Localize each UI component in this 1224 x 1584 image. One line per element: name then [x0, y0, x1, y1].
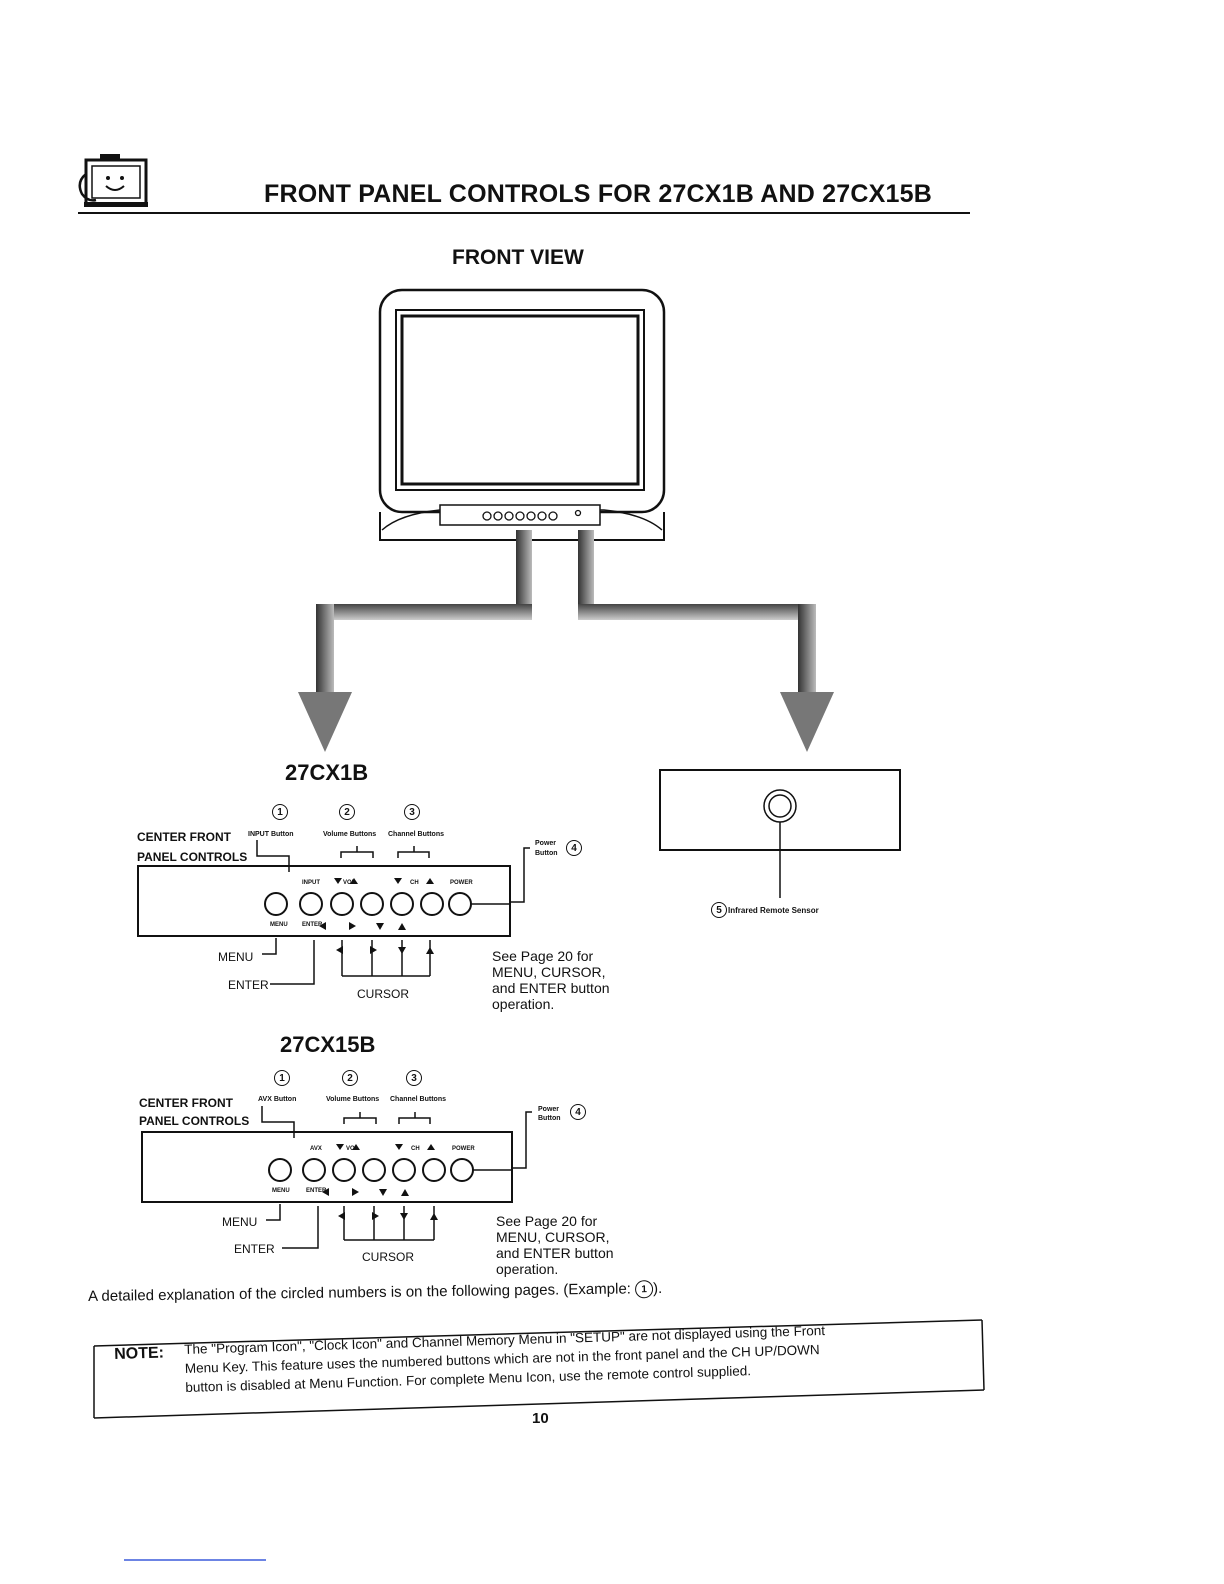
top-ch-label: CH: [411, 1146, 420, 1152]
see-page-note: See Page 20 for MENU, CURSOR, and ENTER …: [492, 948, 610, 1012]
circled-number-1: 1: [274, 1070, 290, 1086]
menu-label: MENU: [222, 1215, 258, 1229]
panel-a-arrowheads: [319, 878, 434, 954]
top-input-label: INPUT: [302, 880, 320, 886]
power-button-label: Button: [538, 1115, 561, 1122]
power-button-label: Button: [535, 850, 558, 857]
title-divider: [78, 212, 970, 214]
page-title: FRONT PANEL CONTROLS FOR 27CX1B AND 27CX…: [264, 180, 932, 208]
circled-number-5: 5: [711, 902, 727, 918]
left-arrow: [298, 530, 532, 752]
top-avx-label: AVX: [310, 1146, 322, 1152]
bottom-menu-label: MENU: [270, 922, 288, 928]
circled-number-1: 1: [272, 804, 288, 820]
avx-button-label: AVX Button: [258, 1096, 297, 1103]
panel-controls-label: PANEL CONTROLS: [139, 1114, 250, 1128]
input-button-label: INPUT Button: [248, 831, 294, 838]
tv-illustration: [378, 288, 666, 541]
cursor-label: CURSOR: [362, 1250, 415, 1264]
circled-number-4: 4: [570, 1104, 586, 1120]
tv-mascot-icon: [76, 154, 148, 208]
enter-label: ENTER: [228, 978, 269, 992]
tv-mini-buttons: [482, 509, 582, 521]
channel-buttons-label: Channel Buttons: [388, 831, 444, 838]
note-label: NOTE:: [114, 1344, 165, 1363]
infrared-sensor-label: Infrared Remote Sensor: [728, 906, 819, 915]
example-circled-number: 1: [634, 1280, 654, 1299]
right-arrow: [578, 530, 834, 752]
channel-buttons-label: Channel Buttons: [390, 1096, 446, 1103]
bottom-enter-label: ENTER: [302, 922, 323, 928]
circled-number-2: 2: [342, 1070, 358, 1086]
top-vol-label: VOL: [346, 1146, 359, 1152]
circled-number-4: 4: [566, 840, 582, 856]
bottom-enter-label: ENTER: [306, 1188, 327, 1194]
power-label: Power: [538, 1106, 560, 1113]
panel-b-diagram: [141, 1106, 532, 1249]
cursor-label: CURSOR: [357, 987, 410, 1001]
circled-number-2: 2: [339, 804, 355, 820]
note-box: [93, 1319, 985, 1419]
circled-number-3: 3: [404, 804, 420, 820]
enter-label: ENTER: [234, 1242, 275, 1256]
page-number: 10: [532, 1410, 549, 1427]
power-label: Power: [535, 840, 557, 847]
volume-buttons-label: Volume Buttons: [326, 1096, 380, 1103]
top-ch-label: CH: [410, 880, 419, 886]
panel-a-diagram: [137, 840, 530, 985]
sensor-panel: [659, 769, 901, 898]
panel-b-arrowheads: [322, 1144, 438, 1220]
bottom-menu-label: MENU: [272, 1188, 290, 1194]
menu-label: MENU: [218, 950, 254, 964]
circled-number-3: 3: [406, 1070, 422, 1086]
see-page-note: See Page 20 for MENU, CURSOR, and ENTER …: [496, 1213, 614, 1277]
top-vol-label: VOL: [343, 880, 356, 886]
top-power-label: POWER: [452, 1146, 475, 1152]
front-view-heading: FRONT VIEW: [452, 246, 584, 269]
center-front-label: CENTER FRONT: [139, 1096, 233, 1110]
top-power-label: POWER: [450, 880, 473, 886]
panel-controls-label: PANEL CONTROLS: [137, 850, 248, 864]
model-27cx1b-heading: 27CX1B: [285, 760, 369, 785]
model-27cx15b-heading: 27CX15B: [280, 1032, 376, 1057]
volume-buttons-label: Volume Buttons: [323, 831, 377, 838]
center-front-label: CENTER FRONT: [137, 830, 231, 844]
